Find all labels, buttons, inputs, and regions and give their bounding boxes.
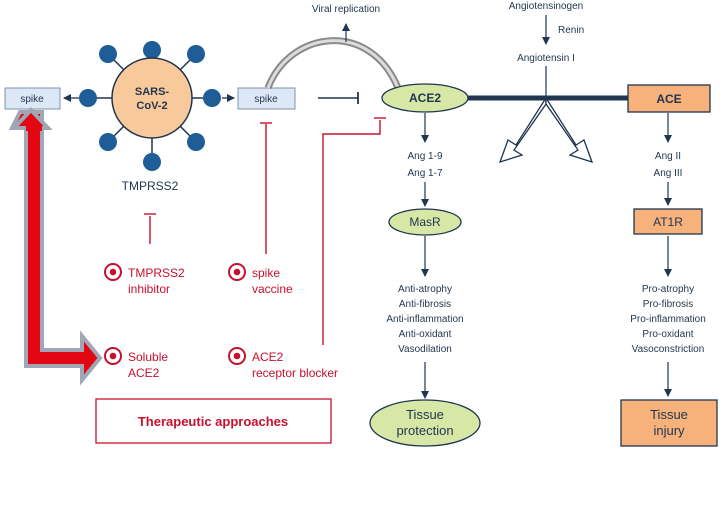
- ace2-effect-2: Anti-fibrosis: [399, 299, 451, 310]
- target-bullet-icon: [104, 347, 122, 365]
- spike-protein-node: [99, 45, 117, 63]
- tmprss2-inhibitor-line1: TMPRSS2: [128, 266, 185, 280]
- tissue-protection-line2: protection: [396, 423, 453, 438]
- split-arrow-right: [545, 95, 594, 164]
- virus-label-line2: CoV-2: [136, 100, 167, 112]
- ace2-effect-3: Anti-inflammation: [386, 314, 463, 325]
- soluble-ace2-line1: Soluble: [128, 350, 168, 364]
- tmprss2-inhibitor-line2: inhibitor: [128, 282, 170, 296]
- at1r-box: [633, 208, 703, 235]
- ace-effect-1: Pro-atrophy: [642, 284, 694, 295]
- ace2-product-1: Ang 1-9: [407, 151, 442, 162]
- ace2-blocker-line1: ACE2: [252, 350, 284, 364]
- spike-vaccine-line1: spike: [252, 266, 280, 280]
- virus-label-line1: SARS-: [135, 86, 170, 98]
- tissue-injury-box: [620, 399, 718, 447]
- ace2-blocker-line2: receptor blocker: [252, 366, 338, 380]
- soluble-ace2-line2: ACE2: [128, 366, 160, 380]
- spike-protein-node: [187, 45, 205, 63]
- ace2-effect-1: Anti-atrophy: [398, 284, 452, 295]
- viral-replication-label: Viral replication: [312, 4, 380, 15]
- renin-label: Renin: [558, 25, 584, 36]
- virus-body: [111, 57, 193, 139]
- ace-product-2: Ang III: [654, 168, 683, 179]
- spike-box-right: [237, 87, 296, 110]
- spike-protein-node: [187, 133, 205, 151]
- tissue-injury-line1: Tissue: [650, 407, 688, 422]
- spike-protein-node: [79, 89, 97, 107]
- sars-cov-2-virus: SARS- CoV-2 TMPRSS2: [79, 41, 221, 193]
- masr-ellipse: [388, 208, 462, 236]
- ace2-ellipse: [381, 83, 469, 113]
- ace2-effect-4: Anti-oxidant: [399, 329, 452, 340]
- therapeutic-approaches-title: Therapeutic approaches: [138, 414, 288, 429]
- ace2-label: ACE2: [409, 91, 441, 105]
- angiotensin-i-label: Angiotensin I: [517, 53, 575, 64]
- target-bullet-icon: [104, 263, 122, 281]
- ace-label: ACE: [656, 92, 681, 106]
- binding-arc-inner: [266, 39, 400, 89]
- target-bullet-icon: [228, 263, 246, 281]
- target-bullet-icon: [228, 347, 246, 365]
- ace-effect-4: Pro-oxidant: [642, 329, 693, 340]
- spike-protein-node: [99, 133, 117, 151]
- tissue-protection-ellipse: [369, 399, 481, 447]
- angiotensinogen-label: Angiotensinogen: [509, 1, 584, 12]
- ace2-blocker-inhibition-line: [322, 120, 381, 345]
- spike-protein-node: [143, 153, 161, 171]
- spike-protein-node: [203, 89, 221, 107]
- spike-right-label: spike: [254, 94, 278, 105]
- spike-protein-node: [143, 41, 161, 59]
- ace-effect-2: Pro-fibrosis: [643, 299, 694, 310]
- ace-effect-3: Pro-inflammation: [630, 314, 706, 325]
- spike-vaccine-line2: vaccine: [252, 282, 293, 296]
- ace-box: [627, 84, 711, 113]
- masr-label: MasR: [409, 215, 441, 229]
- tissue-protection-line1: Tissue: [406, 407, 444, 422]
- ace2-effect-5: Vasodilation: [398, 344, 452, 355]
- at1r-label: AT1R: [653, 215, 683, 229]
- soluble-ace2-decoy-arrow: [8, 107, 103, 386]
- tmprss2-label: TMPRSS2: [122, 179, 179, 193]
- tissue-injury-line2: injury: [653, 423, 685, 438]
- ace-effect-5: Vasoconstriction: [632, 344, 705, 355]
- ace2-product-2: Ang 1-7: [407, 168, 442, 179]
- binding-arc-outer: [264, 37, 402, 90]
- ace-product-1: Ang II: [655, 151, 681, 162]
- split-arrow-left: [498, 95, 547, 164]
- therapeutic-approaches-box: [95, 398, 332, 444]
- spike-left-label: spike: [20, 94, 44, 105]
